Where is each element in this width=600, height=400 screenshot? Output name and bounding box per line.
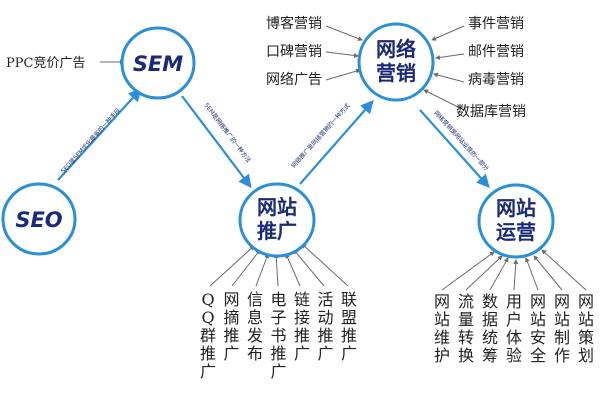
- arrow-ebook-to-promotion: [273, 253, 279, 287]
- operation-item-4: 用户体验: [506, 292, 522, 365]
- node-promotion-label-1: 网站: [257, 195, 297, 219]
- marketing-right-item-2: 邮件营销: [468, 44, 524, 60]
- ppc-label: PPC竞价广告: [6, 55, 85, 71]
- arrow-ops5: [525, 257, 539, 291]
- operation-item-1: 网站维护: [434, 292, 450, 365]
- promotion-item-7: 联盟推广: [341, 290, 357, 363]
- arrow-link-to-promotion: [285, 253, 301, 287]
- node-marketing-label-1: 网络: [376, 37, 416, 61]
- operation-item-5: 网站安全: [530, 292, 546, 365]
- arrow-ops2: [465, 255, 503, 291]
- node-seo: SEO: [1, 182, 77, 256]
- arrow-wz-to-promotion: [231, 249, 261, 287]
- main-flow-arrows: [57, 88, 490, 189]
- promotion-item-3: 信息发布: [247, 290, 263, 363]
- node-sem: SEM: [120, 26, 196, 100]
- side-labels: PPC竞价广告 博客营销 口碑营销 网络广告 事件营销 邮件营销 病毒营销 数据…: [6, 15, 526, 120]
- node-sem-label: SEM: [133, 52, 183, 76]
- arrow-alliance-to-promotion: [301, 243, 349, 287]
- promotion-item-2: 网摘推广: [223, 290, 239, 363]
- marketing-right-item-3: 病毒营销: [468, 72, 524, 88]
- side-arrows: [100, 25, 587, 291]
- marketing-left-item-3: 网络广告: [266, 72, 322, 88]
- promotion-item-5: 链接推广: [294, 290, 310, 363]
- arrow-seo-to-sem: [57, 88, 142, 181]
- node-promotion-label-2: 推广: [257, 219, 297, 243]
- arrow-ops7: [541, 249, 587, 291]
- node-operation-label-2: 运营: [496, 220, 536, 244]
- promotion-item-4: 电子书推广: [270, 290, 286, 381]
- marketing-right-item-1: 事件营销: [468, 16, 524, 32]
- node-marketing-label-2: 营销: [376, 61, 416, 85]
- link-labels: SEO是SEM优化最省的一种手段 SEM是网络推广的一种方法 网络推广是网络营销…: [59, 101, 490, 175]
- arrow-ops1: [441, 251, 495, 291]
- arrow-viral-to-marketing: [433, 72, 465, 83]
- arrow-sem-to-promotion: [181, 95, 252, 189]
- operation-item-2: 流量转换: [458, 292, 474, 365]
- arrow-qq-to-promotion: [209, 245, 255, 287]
- arrow-ops3: [489, 257, 509, 291]
- node-operation-label-1: 网站: [496, 196, 536, 220]
- arrow-info-to-promotion: [255, 253, 269, 287]
- arrow-db-to-marketing: [423, 89, 465, 111]
- arrow-ops6: [533, 255, 563, 291]
- link-label-seo-sem: SEO是SEM优化最省的一种手段: [59, 106, 122, 175]
- node-marketing: 网络 营销: [357, 22, 435, 102]
- arrow-activity-to-promotion: [293, 249, 325, 287]
- operation-item-3: 数据统筹: [482, 292, 498, 365]
- promotion-item-6: 活动推广: [317, 290, 333, 363]
- nodes: SEO SEM 网络 营销 网站 推广 网站 运营: [1, 22, 555, 259]
- marketing-left-item-2: 口碑营销: [266, 44, 322, 60]
- operation-item-7: 网站策划: [578, 292, 594, 365]
- arrow-marketing-to-operation: [419, 109, 490, 188]
- arrow-event-to-marketing: [431, 25, 465, 41]
- arrow-blog-to-marketing: [325, 25, 363, 41]
- arrow-promotion-to-marketing: [299, 100, 374, 185]
- arrow-wom-to-marketing: [325, 51, 359, 58]
- operation-item-6: 网站制作: [554, 292, 570, 365]
- marketing-left-item-1: 博客营销: [266, 15, 322, 32]
- arrow-email-to-marketing: [435, 53, 465, 60]
- arrow-ads-to-marketing: [325, 68, 361, 81]
- node-promotion: 网站 推广: [238, 182, 316, 258]
- node-operation: 网站 运营: [477, 183, 555, 259]
- marketing-right-item-4: 数据库营销: [456, 104, 526, 120]
- node-seo-label: SEO: [15, 208, 62, 232]
- arrow-ops4: [513, 259, 519, 291]
